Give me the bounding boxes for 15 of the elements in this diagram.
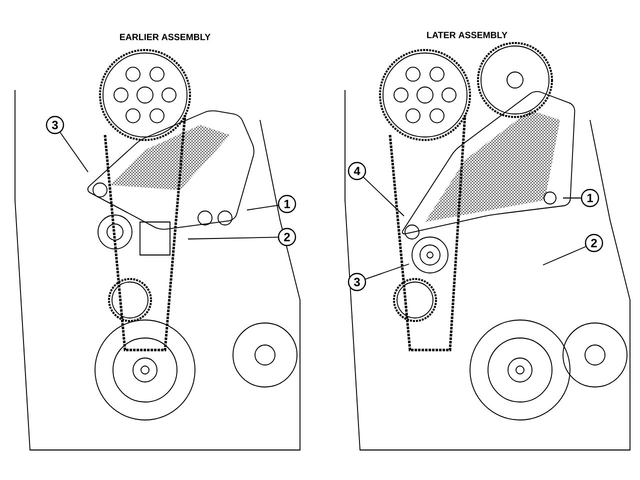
callout-number: 1 bbox=[278, 194, 296, 214]
callout-number: 1 bbox=[580, 188, 600, 208]
leader-line bbox=[363, 176, 404, 216]
leader-line bbox=[188, 236, 278, 240]
leader-line bbox=[246, 204, 278, 210]
callout-number: 2 bbox=[278, 228, 296, 246]
heading: LATER ASSEMBLY bbox=[427, 32, 508, 38]
callout-number: 3 bbox=[46, 116, 64, 134]
heading: EARLIER ASSEMBLY bbox=[120, 34, 210, 40]
leader-line bbox=[542, 246, 586, 266]
leader-line bbox=[60, 132, 88, 172]
leader-line bbox=[365, 264, 410, 280]
callout-number: 4 bbox=[348, 162, 366, 180]
callout-number: 2 bbox=[584, 234, 604, 252]
callout-number: 3 bbox=[348, 272, 366, 292]
